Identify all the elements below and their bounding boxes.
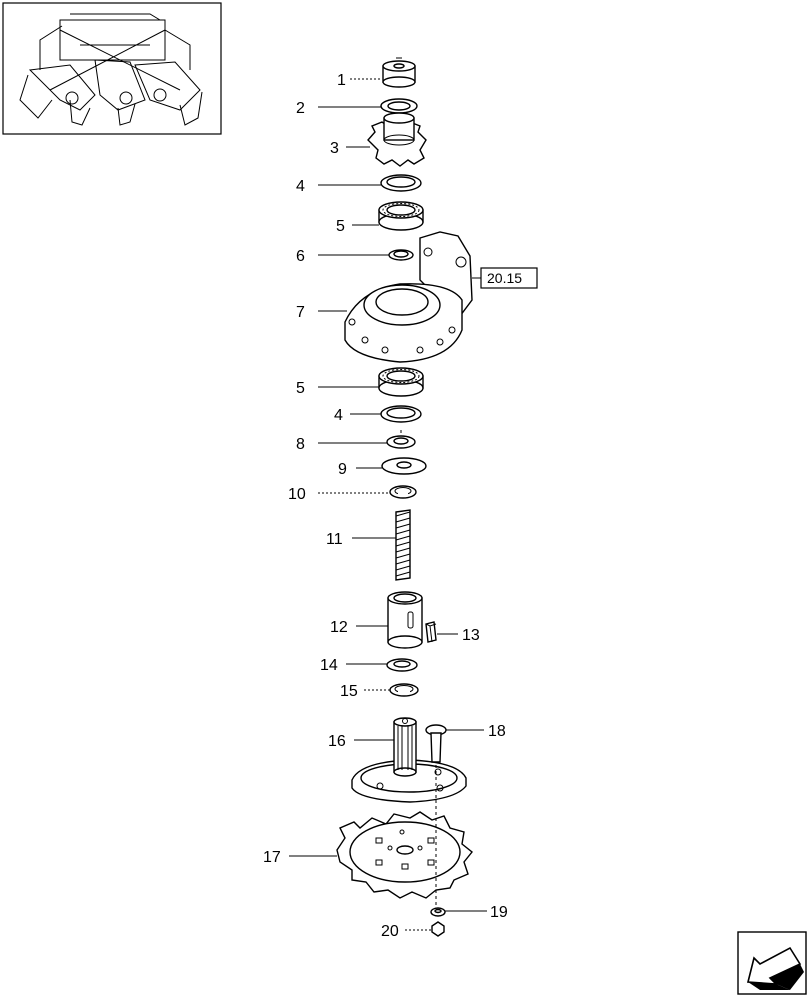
callout-6: 6 (296, 248, 305, 265)
callout-10: 10 (288, 486, 306, 503)
part-8-ring (386, 435, 416, 449)
callout-20: 20 (381, 923, 399, 940)
part-6-bushing (388, 249, 414, 261)
callout-18: 18 (488, 723, 506, 740)
previous-page-arrow-icon[interactable] (737, 931, 807, 995)
part-4-ring-upper (380, 174, 422, 192)
part-14-ring (386, 658, 418, 672)
callout-2: 2 (296, 100, 305, 117)
part-20-nut (431, 921, 445, 937)
callout-13: 13 (462, 627, 480, 644)
callout-labels: 1 2 3 4 5 6 7 5 4 8 9 10 11 12 13 14 15 … (263, 72, 508, 940)
part-2-ring (380, 98, 418, 114)
leader-lines (289, 78, 487, 931)
part-17-sprocket-disc (336, 800, 473, 905)
callout-14: 14 (320, 657, 338, 674)
part-10-circlip (389, 485, 417, 499)
callout-4-lower: 4 (334, 407, 343, 424)
part-18-bolt (425, 724, 447, 800)
callout-11: 11 (326, 531, 343, 548)
part-5-bearing-lower (378, 367, 424, 397)
callout-19: 19 (490, 904, 508, 921)
callout-12: 12 (330, 619, 348, 636)
part-16-splined-shaft (351, 717, 467, 803)
part-19-washer (430, 907, 446, 917)
part-9-washer (381, 457, 427, 475)
part-12-sleeve (387, 591, 423, 649)
reference-label: 20.15 (487, 270, 522, 286)
callout-16: 16 (328, 733, 346, 750)
part-7-housing (344, 231, 473, 363)
callout-7: 7 (296, 304, 305, 321)
reference-link-20-15[interactable]: 20.15 (472, 267, 538, 289)
callout-1: 1 (337, 72, 346, 89)
callout-9: 9 (338, 461, 347, 478)
part-5-bearing-upper (378, 201, 424, 231)
callout-8: 8 (296, 436, 305, 453)
callout-5-lower: 5 (296, 380, 305, 397)
part-11-spring (395, 509, 411, 581)
callout-4: 4 (296, 178, 305, 195)
part-4-ring-lower (380, 405, 422, 423)
callout-3: 3 (330, 140, 339, 157)
callout-15: 15 (340, 683, 358, 700)
machine-overview-thumbnail-icon (2, 2, 222, 135)
part-1-cap (382, 57, 416, 88)
part-15-circlip (389, 683, 419, 697)
part-13-key (425, 621, 437, 643)
callout-17: 17 (263, 849, 281, 866)
callout-5: 5 (336, 218, 345, 235)
part-3-sprocket (367, 112, 427, 167)
